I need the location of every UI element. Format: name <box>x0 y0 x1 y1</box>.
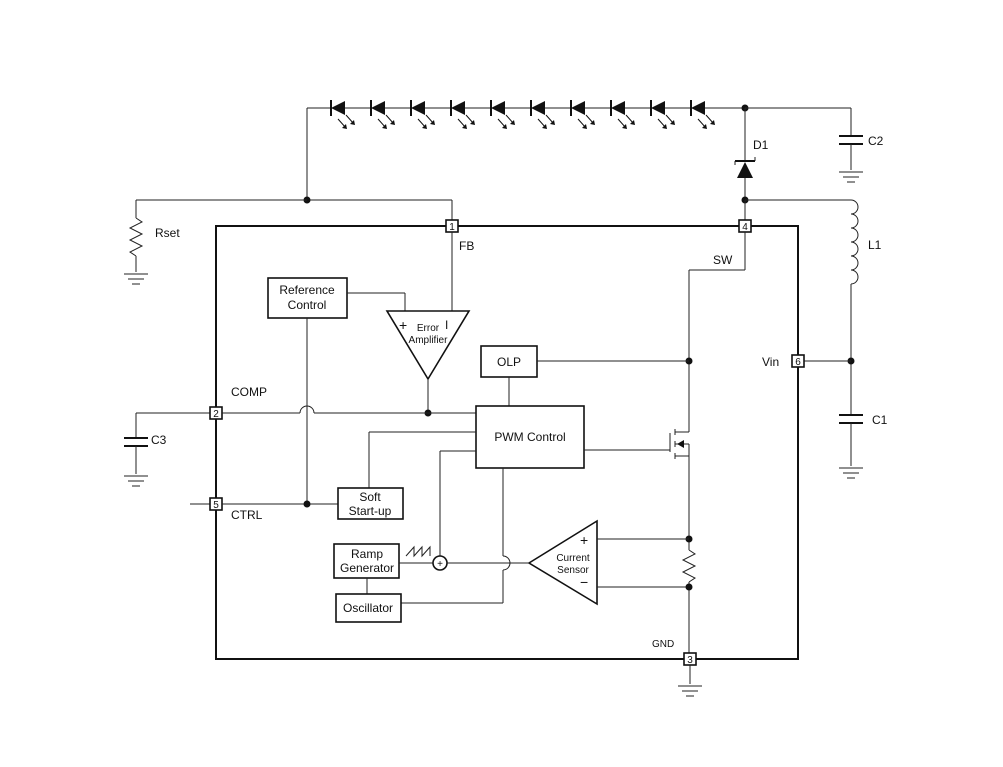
pin-4-number: 4 <box>742 222 748 233</box>
led-diode <box>450 100 475 129</box>
soft-startup-line2: Start-up <box>349 504 392 518</box>
led-diode <box>610 100 635 129</box>
pin-6-number: 6 <box>795 357 801 368</box>
pin-6 <box>791 354 805 368</box>
pin-6-label: Vin <box>762 355 779 369</box>
pin-4-label: SW <box>713 253 733 267</box>
l1-inductor <box>850 199 859 285</box>
pwm-control-label: PWM Control <box>494 430 565 444</box>
soft-startup-block <box>337 487 404 520</box>
olp-label: OLP <box>497 355 521 369</box>
pin-3-number: 3 <box>687 655 693 666</box>
led-diode <box>690 100 715 129</box>
sawtooth-icon <box>405 545 431 558</box>
reference-control-line1: Reference <box>279 283 335 297</box>
led-diode <box>570 100 595 129</box>
pin-2-number: 2 <box>213 409 219 420</box>
pin-2-label: COMP <box>231 385 267 399</box>
reference-control-line2: Control <box>288 298 327 312</box>
error-amp-plus: + <box>399 317 407 333</box>
current-sensor-minus: − <box>580 574 588 590</box>
pin-1-label: FB <box>459 239 474 253</box>
current-sensor-line1: Current <box>556 553 590 564</box>
l1-label: L1 <box>868 238 882 252</box>
c2-label: C2 <box>868 134 884 148</box>
led-diode <box>330 100 355 129</box>
ramp-generator-line1: Ramp <box>351 547 383 561</box>
c3-label: C3 <box>151 433 167 447</box>
oscillator-block <box>335 593 402 623</box>
led-diode <box>370 100 395 129</box>
pin-1-number: 1 <box>449 222 455 233</box>
current-sensor <box>527 519 598 606</box>
soft-startup-line1: Soft <box>359 490 381 504</box>
d1-diode <box>737 162 753 178</box>
current-sensor-plus: + <box>580 532 588 548</box>
ic-outline <box>215 225 799 660</box>
sense-resistor <box>681 549 697 583</box>
ramp-generator-line2: Generator <box>340 561 394 575</box>
summer-plus: + <box>437 559 443 570</box>
reference-control-block <box>267 277 348 319</box>
pin-5-label: CTRL <box>231 508 263 522</box>
pin-3-label: GND <box>652 639 674 650</box>
oscillator-label: Oscillator <box>343 601 393 615</box>
led-string <box>330 100 715 129</box>
error-amp-minus: I <box>445 318 448 332</box>
d1-label: D1 <box>753 138 769 152</box>
c1-label: C1 <box>872 413 888 427</box>
led-diode <box>410 100 435 129</box>
pwm-control-block <box>475 405 585 469</box>
led-diode <box>650 100 675 129</box>
current-sensor-line2: Sensor <box>557 565 589 576</box>
led-diode <box>530 100 555 129</box>
error-amp-line2: Amplifier <box>409 335 449 346</box>
rset-resistor <box>128 217 144 257</box>
error-amplifier <box>385 310 471 381</box>
error-amp-line1: Error <box>417 323 440 334</box>
led-diode <box>490 100 515 129</box>
pin-5-number: 5 <box>213 500 219 511</box>
rset-label: Rset <box>155 226 180 240</box>
